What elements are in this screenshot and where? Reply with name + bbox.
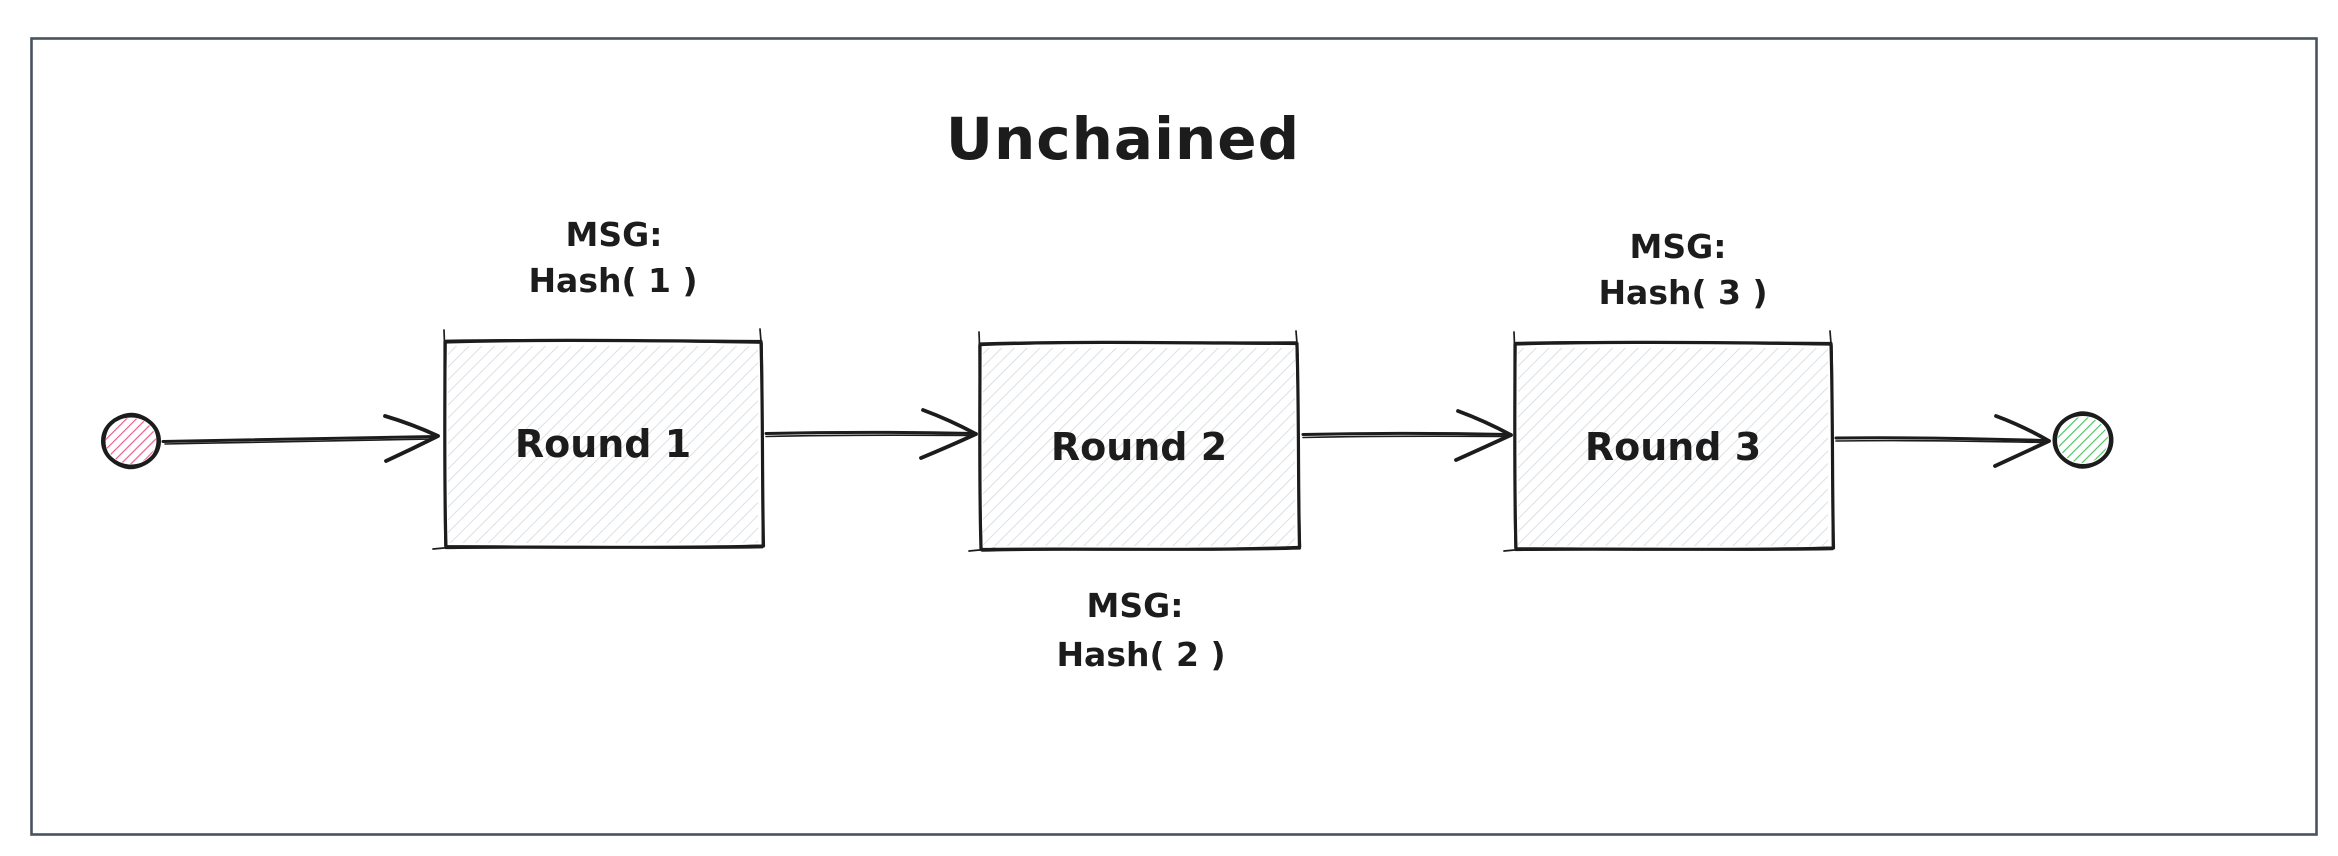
end-terminal (2052, 411, 2114, 469)
ink-strokes: Round 1 Round 2 Round 3 (101, 328, 2114, 552)
node-round-1: Round 1 (432, 328, 766, 550)
msg-label-line2: Hash( 1 ) (528, 261, 697, 300)
end-terminal-fill (2058, 417, 2108, 463)
arrow-head (1454, 409, 1513, 462)
arrow-shaft-sketch (765, 434, 973, 438)
arrow-round1-to-round2 (764, 408, 978, 460)
arrow-shaft-sketch (164, 438, 435, 445)
node-border-overshoot (1503, 330, 1833, 552)
node-fill (983, 348, 1295, 546)
node-border-sketch (1513, 341, 1834, 551)
frame-border (30, 37, 2318, 836)
node-fill (1518, 348, 1828, 546)
arrow-round2-to-round3 (1301, 409, 1513, 462)
node-border-overshoot (968, 330, 1299, 552)
msg-label-round-1: MSG: Hash( 1 ) (528, 215, 697, 300)
arrow-shaft (1834, 436, 2048, 442)
msg-label-line2: Hash( 2 ) (1056, 635, 1225, 674)
arrow-shaft (161, 435, 438, 443)
diagram-title: Unchained (946, 105, 1300, 173)
arrow-head (1993, 414, 2051, 468)
msg-label-line2: Hash( 3 ) (1598, 273, 1767, 312)
node-round-2: Round 2 (968, 330, 1302, 552)
msg-label-line1: MSG: (566, 215, 663, 254)
node-border-overshoot (432, 328, 763, 550)
arrow-shaft-sketch (1302, 435, 1507, 439)
start-terminal-border (101, 413, 161, 469)
node-round-3: Round 3 (1503, 330, 1836, 552)
end-terminal-border-sketch (2054, 411, 2112, 469)
node-label: Round 3 (1585, 425, 1761, 469)
node-border-sketch (443, 338, 764, 549)
arrow-head (919, 408, 978, 460)
node-label: Round 2 (1051, 425, 1227, 469)
msg-label-round-3: MSG: Hash( 3 ) (1598, 227, 1767, 312)
start-terminal (101, 412, 161, 470)
arrow-shaft (764, 430, 976, 435)
msg-label-round-2: MSG: Hash( 2 ) (1056, 586, 1225, 674)
arrow-head (383, 414, 440, 463)
msg-label-line1: MSG: (1087, 586, 1184, 625)
arrow-round3-to-end (1834, 414, 2051, 468)
start-terminal-fill (106, 418, 156, 464)
node-label: Round 1 (515, 422, 691, 466)
text-layer: Unchained MSG: Hash( 1 ) MSG: Hash( 2 ) … (528, 105, 1767, 674)
node-border-sketch (978, 341, 1302, 552)
arrow-shaft (1301, 431, 1510, 436)
arrow-start-to-round1 (161, 414, 440, 463)
start-terminal-border-sketch (103, 412, 159, 470)
end-terminal-border (2052, 412, 2114, 468)
msg-label-line1: MSG: (1630, 227, 1727, 266)
node-fill (448, 346, 758, 543)
arrow-shaft-sketch (1835, 439, 2045, 444)
